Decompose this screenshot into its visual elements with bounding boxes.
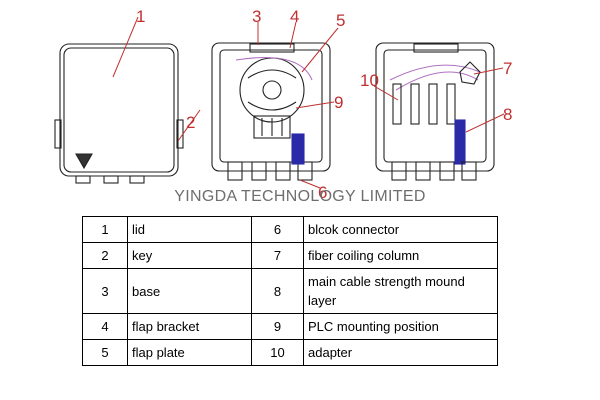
product-drawing: 1 2 3 4 5 6 7 8 9 10 — [54, 7, 512, 200]
part-name: flap bracket — [127, 313, 252, 340]
table-row: 5 flap plate 10 adapter — [82, 339, 498, 366]
part-name: lid — [127, 216, 252, 243]
table-row: 3 base 8 main cable strength mound layer — [82, 268, 498, 314]
part-name: blcok connector — [303, 216, 498, 243]
part-number: 8 — [251, 268, 304, 314]
callout-6: 6 — [318, 183, 327, 200]
watermark: YINGDA TECHNOLOGY LIMITED — [174, 188, 426, 205]
part-number: 7 — [251, 242, 304, 269]
part-name: fiber coiling column — [303, 242, 498, 269]
table-row: 1 lid 6 blcok connector — [82, 216, 498, 243]
open-base-view — [211, 21, 339, 189]
callout-4: 4 — [290, 7, 299, 26]
closed-box-view — [54, 16, 201, 184]
part-number: 2 — [82, 242, 128, 269]
part-name: flap plate — [127, 339, 252, 366]
part-name: main cable strength mound layer — [303, 268, 498, 314]
adapter-view — [373, 42, 505, 181]
part-number: 4 — [82, 313, 128, 340]
part-name: PLC mounting position — [303, 313, 498, 340]
part-name: key — [127, 242, 252, 269]
part-number: 3 — [82, 268, 128, 314]
table-row: 4 flap bracket 9 PLC mounting position — [82, 313, 498, 340]
part-number: 9 — [251, 313, 304, 340]
part-number: 1 — [82, 216, 128, 243]
part-name: base — [127, 268, 252, 314]
part-number: 10 — [251, 339, 304, 366]
part-number: 5 — [82, 339, 128, 366]
callout-2: 2 — [186, 113, 195, 132]
parts-table: 1 lid 6 blcok connector 2 key 7 fiber co… — [82, 216, 498, 366]
callout-8: 8 — [503, 105, 512, 124]
callout-3: 3 — [252, 7, 261, 26]
part-number: 6 — [251, 216, 304, 243]
callout-10: 10 — [360, 71, 379, 90]
callout-9: 9 — [334, 93, 343, 112]
callout-5: 5 — [336, 11, 345, 30]
table-row: 2 key 7 fiber coiling column — [82, 242, 498, 269]
part-name: adapter — [303, 339, 498, 366]
callout-1: 1 — [136, 7, 145, 26]
callout-7: 7 — [503, 59, 512, 78]
